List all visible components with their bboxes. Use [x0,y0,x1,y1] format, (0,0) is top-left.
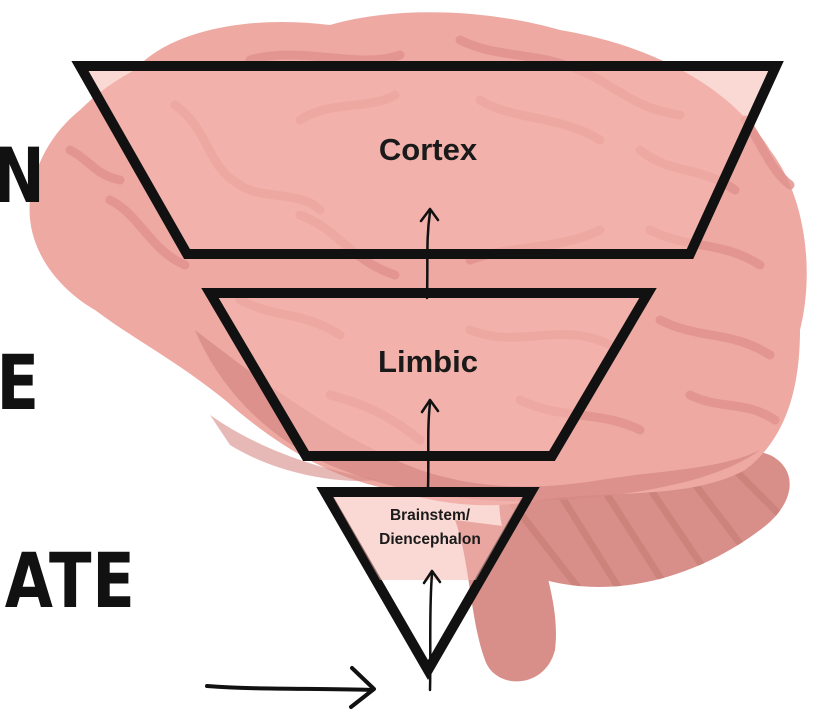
limbic-layer-shape [201,288,657,461]
up-arrow-icon [422,569,442,692]
side-word: N [0,138,46,214]
side-word: E [0,338,40,427]
side-word: ATE [5,536,136,625]
cortex-label: Cortex [378,132,478,167]
limbic-label: Limbic [378,344,478,379]
right-arrow-icon [205,666,376,709]
cortex-layer-shape [71,61,784,259]
brainstem-label-line1: Brainstem/ [389,507,471,524]
brainstem-label: Brainstem/ Diencephalon [340,504,520,552]
up-arrow-icon [419,207,440,300]
layer-shapes [71,61,784,680]
up-arrow-icon [420,398,440,490]
brainstem-layer-shape [316,487,540,680]
brainstem-label-line2: Diencephalon [379,531,481,548]
up-arrows [419,207,442,692]
